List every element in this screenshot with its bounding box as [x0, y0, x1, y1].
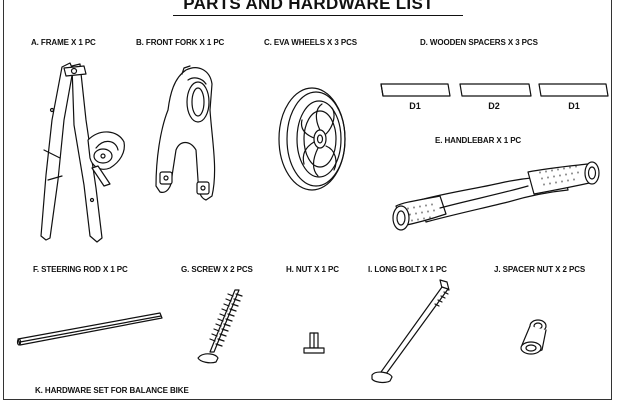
- wooden-spacers-illustration: [380, 83, 609, 97]
- steering-rod-label: F. STEERING ROD X 1 PC: [33, 265, 128, 274]
- front-fork-label: B. FRONT FORK X 1 PC: [136, 38, 225, 47]
- frame-illustration: [40, 62, 125, 243]
- page-frame: [3, 0, 612, 400]
- eva-wheel-illustration: [278, 87, 346, 191]
- spacer-nut-illustration: [520, 319, 547, 355]
- screw-illustration: [197, 289, 243, 364]
- handlebar-label: E. HANDLEBAR X 1 PC: [435, 136, 522, 145]
- wooden-spacers-label: D. WOODEN SPACERS X 3 PCS: [420, 38, 538, 47]
- spacer-label-3: D1: [568, 101, 580, 111]
- frame-label: A. FRAME X 1 PC: [31, 38, 96, 47]
- screw-label: G. SCREW X 2 PCS: [181, 265, 253, 274]
- spacer-label-1: D1: [409, 101, 421, 111]
- title-underline: [173, 15, 463, 16]
- spacer-label-2: D2: [488, 101, 500, 111]
- long-bolt-illustration: [371, 279, 450, 384]
- page-title: PARTS AND HARDWARE LIST: [183, 0, 434, 13]
- long-bolt-label: I. LONG BOLT X 1 PC: [368, 265, 447, 274]
- nut-illustration: [303, 332, 325, 354]
- eva-wheels-label: C. EVA WHEELS X 3 PCS: [264, 38, 358, 47]
- nut-label: H. NUT X 1 PC: [286, 265, 339, 274]
- hardware-set-label: K. HARDWARE SET FOR BALANCE BIKE: [35, 386, 189, 395]
- front-fork-illustration: [155, 65, 216, 201]
- spacer-nut-label: J. SPACER NUT X 2 PCS: [494, 265, 586, 274]
- handlebar-illustration: [392, 161, 600, 231]
- steering-rod-illustration: [16, 312, 163, 346]
